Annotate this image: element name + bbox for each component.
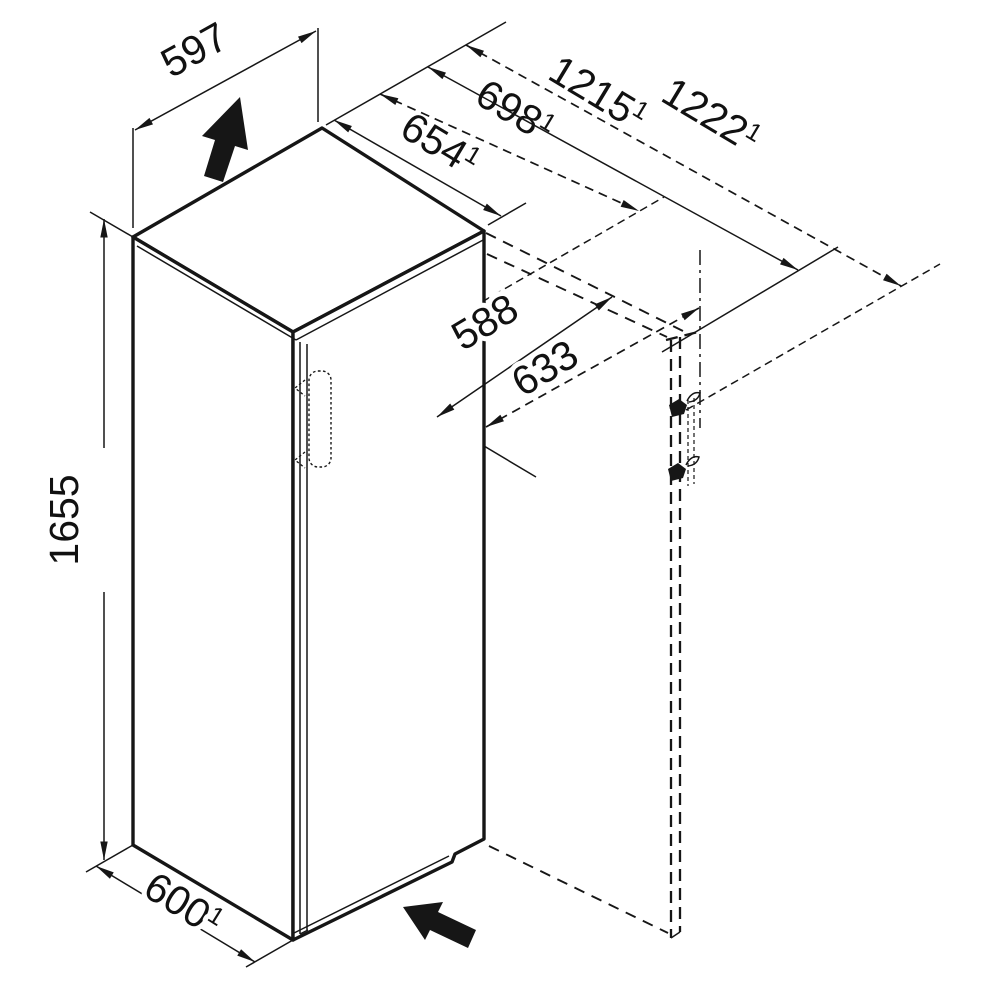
open-door-bottom-edge (670, 931, 681, 939)
side-face (131, 235, 295, 942)
extension-line (85, 844, 134, 873)
dimension-line (465, 44, 902, 287)
dim-label-654: 6541 (393, 103, 487, 185)
side-top-seam (136, 245, 297, 341)
open-door-dashed (665, 250, 703, 939)
dimension-clearance-1222: 12221 (465, 44, 902, 287)
dimension-line (485, 307, 700, 428)
handle-arrow-upper (293, 379, 306, 397)
hinge-bracket-top (669, 391, 701, 417)
dimension-line (134, 30, 317, 131)
door-swing-line-bottom (488, 845, 669, 934)
dim-label-633: 633 (504, 331, 586, 406)
extension-line-hinge (661, 246, 839, 353)
extension-line (245, 939, 294, 968)
extension-line-front-top (487, 202, 527, 226)
dimension-line (95, 865, 256, 963)
extension-line-door-edge (685, 263, 941, 411)
door-swing-line-top-inner (486, 253, 668, 338)
dimension-height-1655: 1655 (36, 211, 134, 860)
handle-arrow-lower (293, 451, 306, 469)
dim-label-1222: 12221 (654, 68, 768, 162)
dim-label-597: 597 (153, 13, 235, 86)
extension-line-back-top (325, 21, 507, 126)
dim-label-1655: 1655 (41, 474, 87, 565)
hinge-bracket-bottom (668, 455, 700, 481)
recessed-handle-outline (308, 370, 332, 468)
orientation-arrow-top-icon (202, 97, 248, 182)
appliance-body (131, 126, 486, 942)
extension-line (89, 211, 134, 238)
orientation-arrow-bottom-icon (403, 902, 476, 948)
door-bottom-edge (299, 929, 309, 935)
dim-label-1215: 12151 (541, 46, 655, 140)
base-seam (293, 855, 450, 934)
